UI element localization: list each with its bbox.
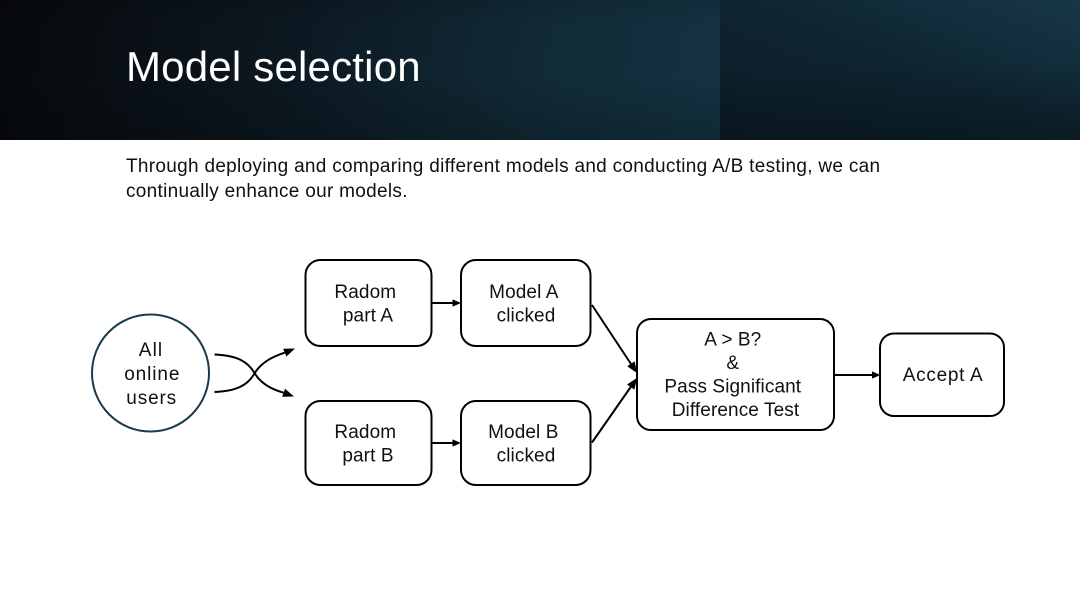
- svg-text:Radom part A: Radom part A: [334, 282, 401, 327]
- svg-text:A > B? & Pass Signific: A > B? & Pass Significant Difference Tes…: [664, 330, 806, 422]
- svg-text:All online users: All online users: [124, 340, 186, 409]
- svg-text:Model A clicked: Model A clicked: [489, 282, 563, 327]
- svg-text:Accept A: Accept A: [903, 365, 984, 386]
- svg-text:Radom part B: Radom part B: [334, 422, 401, 467]
- svg-text:Model B clicked: Model B clicked: [488, 422, 564, 467]
